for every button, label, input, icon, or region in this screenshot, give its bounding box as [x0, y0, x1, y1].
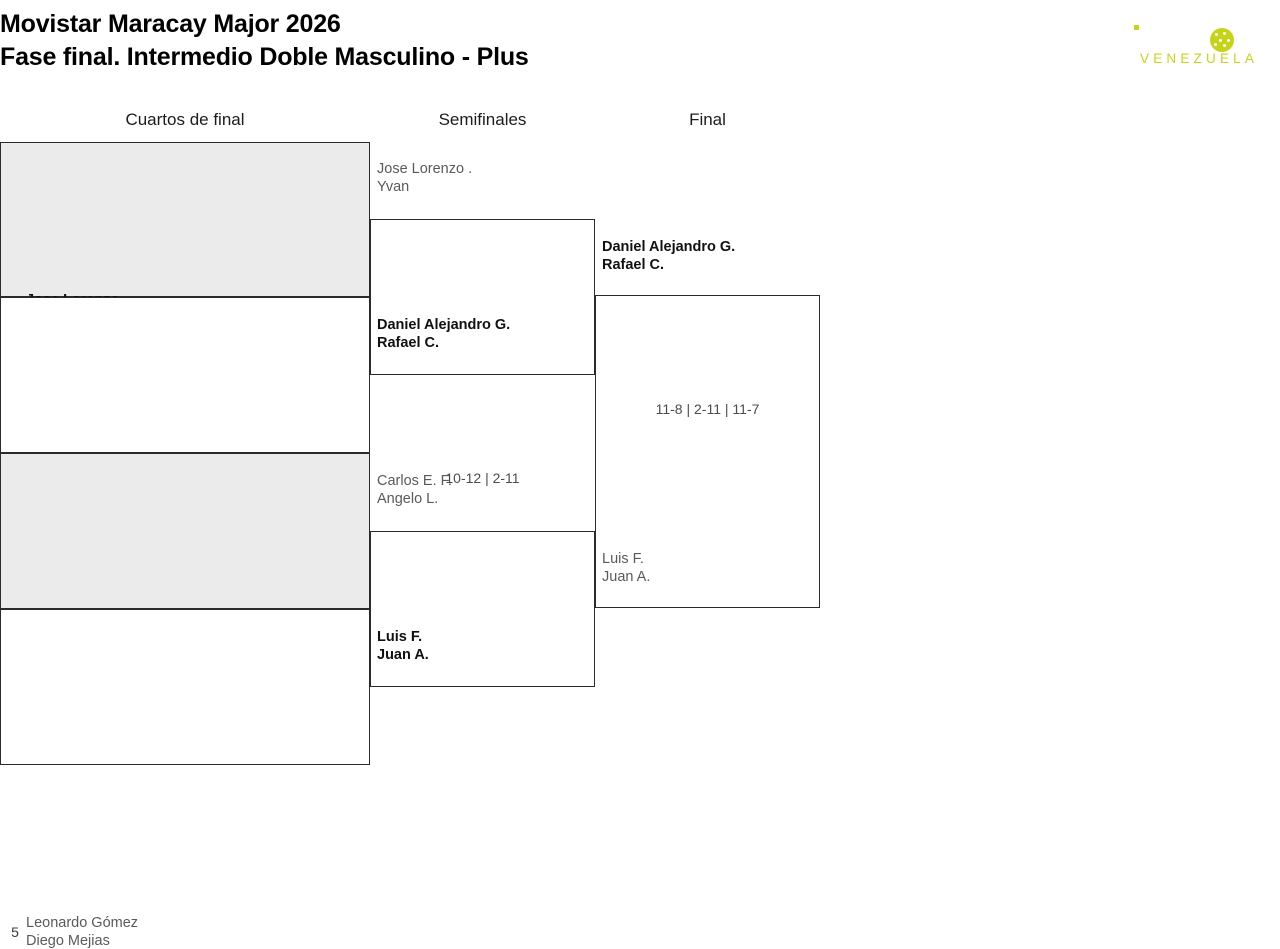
match-box-quarterfinal-1[interactable]: 1 Jose Lorenzo Yvan 15-7 2 Franco Di Mau…	[0, 142, 370, 429]
player-name-2: Angelo L.	[377, 491, 439, 507]
round-heading-final: Final	[689, 110, 726, 129]
player-name-1: Carlos E. F.	[377, 473, 452, 489]
final-team-top[interactable]: Daniel Alejandro G. Rafael C.	[602, 238, 735, 274]
player-name-2: Rafael C.	[377, 335, 440, 351]
match-box-quarterfinal-2[interactable]: 3 Bruno Jacome Reiverth Cuevas 13-15 4 D…	[0, 297, 370, 740]
player-name-1: Daniel Alejandro G.	[602, 239, 736, 255]
match-box-quarterfinal-4[interactable]: 7 Luis Fernandez Juan Alvarez 15-7 8 Ron…	[0, 609, 370, 765]
semifinal-1-team-bottom[interactable]: Daniel Alejandro G. Rafael C.	[377, 316, 510, 352]
venezuela-logo: VENEZUELA	[1120, 14, 1270, 69]
tournament-subtitle: Fase final. Intermedio Doble Masculino -…	[0, 43, 529, 71]
player-name-1: Jose Lorenzo .	[377, 161, 473, 177]
player-name-2: Juan A.	[602, 569, 651, 585]
player-name-1: Luis F.	[377, 629, 423, 645]
player-name-2: Yvan	[377, 179, 410, 195]
player-name-1: Daniel Alejandro G.	[377, 317, 511, 333]
match-box-quarterfinal-3[interactable]: 5 Leonardo Gómez Diego Mejias 12-15 6 Ca…	[0, 453, 370, 949]
player-name-2: Diego Mejias	[26, 933, 110, 949]
semifinal-2-team-bottom[interactable]: Luis F. Juan A.	[377, 628, 429, 664]
seed-number: 5	[11, 924, 19, 940]
logo-dot-icon	[1134, 25, 1139, 30]
semifinal-2-team-top[interactable]: Carlos E. F. Angelo L.	[377, 472, 452, 508]
match-box-semifinal-1[interactable]: 10-12 | 2-11	[370, 219, 595, 486]
logo-wordmark: VENEZUELA	[1140, 51, 1259, 66]
pickleball-icon	[1210, 28, 1234, 52]
round-heading-semifinals: Semifinales	[438, 110, 527, 129]
final-team-bottom[interactable]: Luis F. Juan A.	[602, 550, 650, 586]
player-name-2: Juan A.	[377, 647, 429, 663]
match-box-final[interactable]: 11-8 | 2-11 | 11-7	[595, 295, 820, 608]
match-score: 10-12 | 2-11	[445, 470, 520, 486]
round-heading-quarterfinals: Cuartos de final	[125, 110, 245, 129]
team-entry-top[interactable]: Leonardo Gómez Diego Mejias	[26, 914, 138, 949]
page-title: Movistar Maracay Major 2026 Fase final. …	[0, 8, 900, 74]
match-score: 11-8 | 2-11 | 11-7	[655, 401, 760, 417]
semifinal-1-team-top[interactable]: Jose Lorenzo . Yvan	[377, 160, 472, 196]
match-box-semifinal-2[interactable]: 10-12 | 7-11	[370, 531, 595, 687]
player-name-1: Leonardo Gómez	[26, 915, 139, 931]
player-name-1: Luis F.	[602, 551, 644, 567]
tournament-name: Movistar Maracay Major 2026	[0, 10, 341, 38]
player-name-2: Rafael C.	[602, 257, 665, 273]
